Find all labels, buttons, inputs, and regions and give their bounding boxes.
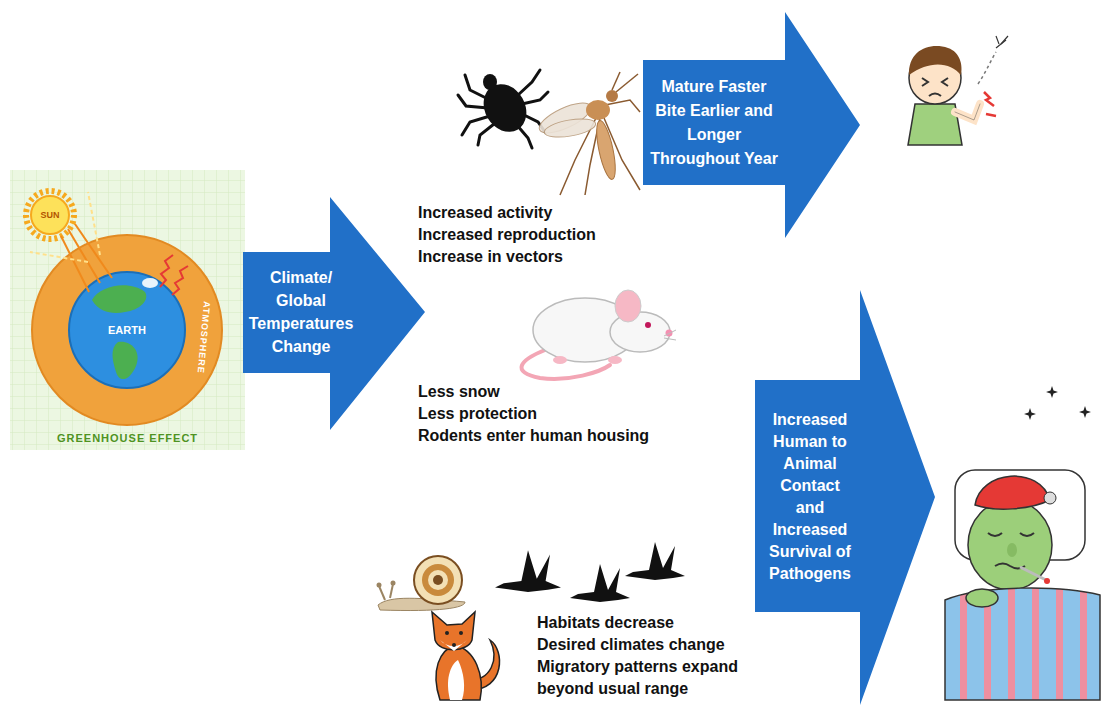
block-arrow-shape: [643, 12, 860, 238]
effect-text: Increased reproduction: [418, 224, 596, 246]
effect-text: Habitats decrease: [537, 612, 674, 634]
bitten-child: [908, 36, 1008, 145]
earth: [69, 272, 185, 388]
greenhouse-illustration: [10, 170, 245, 450]
continent: [113, 342, 138, 379]
fox: [432, 612, 500, 700]
tick: [458, 70, 548, 148]
effect-text: Increased activity: [418, 202, 552, 224]
sun-light: [61, 224, 112, 292]
panel-grid: [10, 170, 245, 450]
effect-text: Less snow: [418, 381, 500, 403]
reflected-light: [30, 192, 100, 262]
panel-ground: [10, 170, 245, 450]
geese: [495, 542, 685, 602]
rat: [521, 290, 676, 379]
sick-person: [945, 386, 1100, 700]
effect-text: Less protection: [418, 403, 537, 425]
atmosphere-label: ATMOSPHERE: [194, 300, 211, 374]
continent: [92, 285, 146, 313]
heat-waves: [160, 255, 188, 295]
block-arrow: Increased Human to Animal Contact and In…: [755, 290, 935, 705]
mosquito: [535, 72, 640, 195]
effect-text: Rodents enter human housing: [418, 425, 649, 447]
effect-text: Increase in vectors: [418, 246, 563, 268]
arrow-label: Increased Human to Animal Contact and In…: [766, 409, 854, 585]
dizzy-stars: [1024, 386, 1091, 420]
arrow-label: Climate/ Global Temperatures Change: [245, 266, 357, 358]
continent: [142, 278, 158, 288]
greenhouse-panel: SUN EARTH ATMOSPHERE GREENHOUSE EFFECT: [10, 170, 245, 450]
effect-text: Desired climates change: [537, 634, 725, 656]
atmosphere: [32, 235, 222, 425]
snail: [377, 556, 466, 611]
block-arrow-outline: [755, 290, 935, 705]
earth-label: EARTH: [108, 324, 146, 337]
block-arrow-outline: [643, 12, 860, 238]
panel-caption: GREENHOUSE EFFECT: [57, 432, 198, 445]
block-arrow: Mature Faster Bite Earlier and Longer Th…: [643, 12, 860, 238]
effect-text: Migratory patterns expand beyond usual r…: [537, 656, 769, 700]
arrow-label: Mature Faster Bite Earlier and Longer Th…: [647, 75, 781, 171]
block-arrow-shape: [243, 197, 425, 430]
block-arrow-shape: [755, 290, 935, 705]
sun-rays: [26, 191, 74, 239]
block-arrow-outline: [243, 197, 425, 430]
block-arrow: Climate/ Global Temperatures Change: [243, 197, 425, 430]
sun-label: SUN: [41, 210, 60, 221]
sun: [31, 196, 69, 234]
